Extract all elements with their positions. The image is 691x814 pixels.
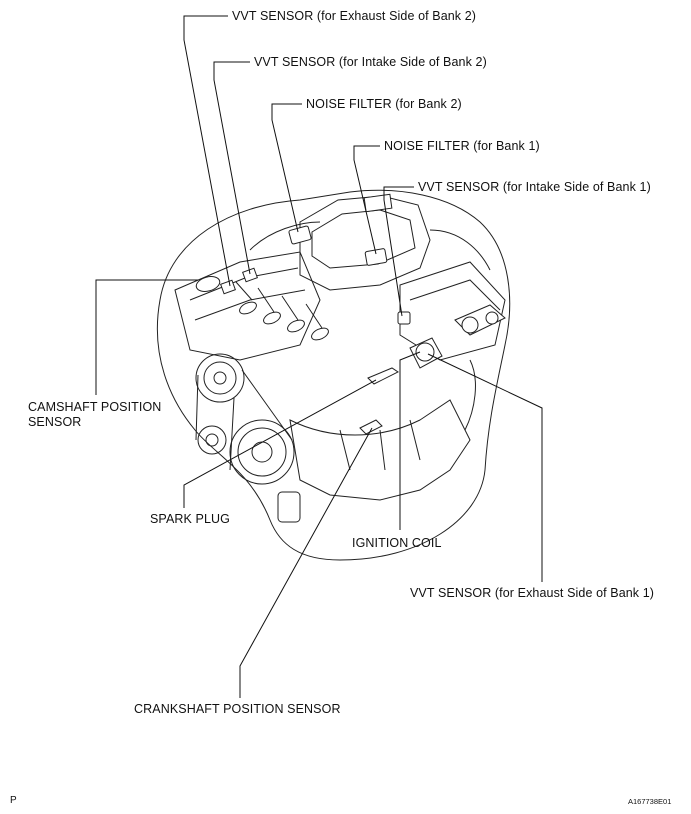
label-noise-filter-bank1: NOISE FILTER (for Bank 1) xyxy=(384,139,540,153)
engine-illustration xyxy=(156,189,511,561)
label-camshaft-position-sensor: CAMSHAFT POSITION SENSOR xyxy=(28,400,162,429)
leader-lines xyxy=(95,15,543,698)
figure-id: A167738E01 xyxy=(628,797,672,806)
footer-left-mark: P xyxy=(10,795,17,806)
label-vvt-sensor-exhaust-bank2: VVT SENSOR (for Exhaust Side of Bank 2) xyxy=(232,9,477,23)
label-ignition-coil: IGNITION COIL xyxy=(352,536,442,550)
label-vvt-sensor-intake-bank2: VVT SENSOR (for Intake Side of Bank 2) xyxy=(254,55,487,69)
label-vvt-sensor-exhaust-bank1: VVT SENSOR (for Exhaust Side of Bank 1) xyxy=(410,586,655,600)
label-spark-plug: SPARK PLUG xyxy=(150,512,230,526)
label-noise-filter-bank2: NOISE FILTER (for Bank 2) xyxy=(306,97,462,111)
label-crankshaft-position-sensor: CRANKSHAFT POSITION SENSOR xyxy=(134,702,341,716)
label-vvt-sensor-intake-bank1: VVT SENSOR (for Intake Side of Bank 1) xyxy=(418,180,651,194)
